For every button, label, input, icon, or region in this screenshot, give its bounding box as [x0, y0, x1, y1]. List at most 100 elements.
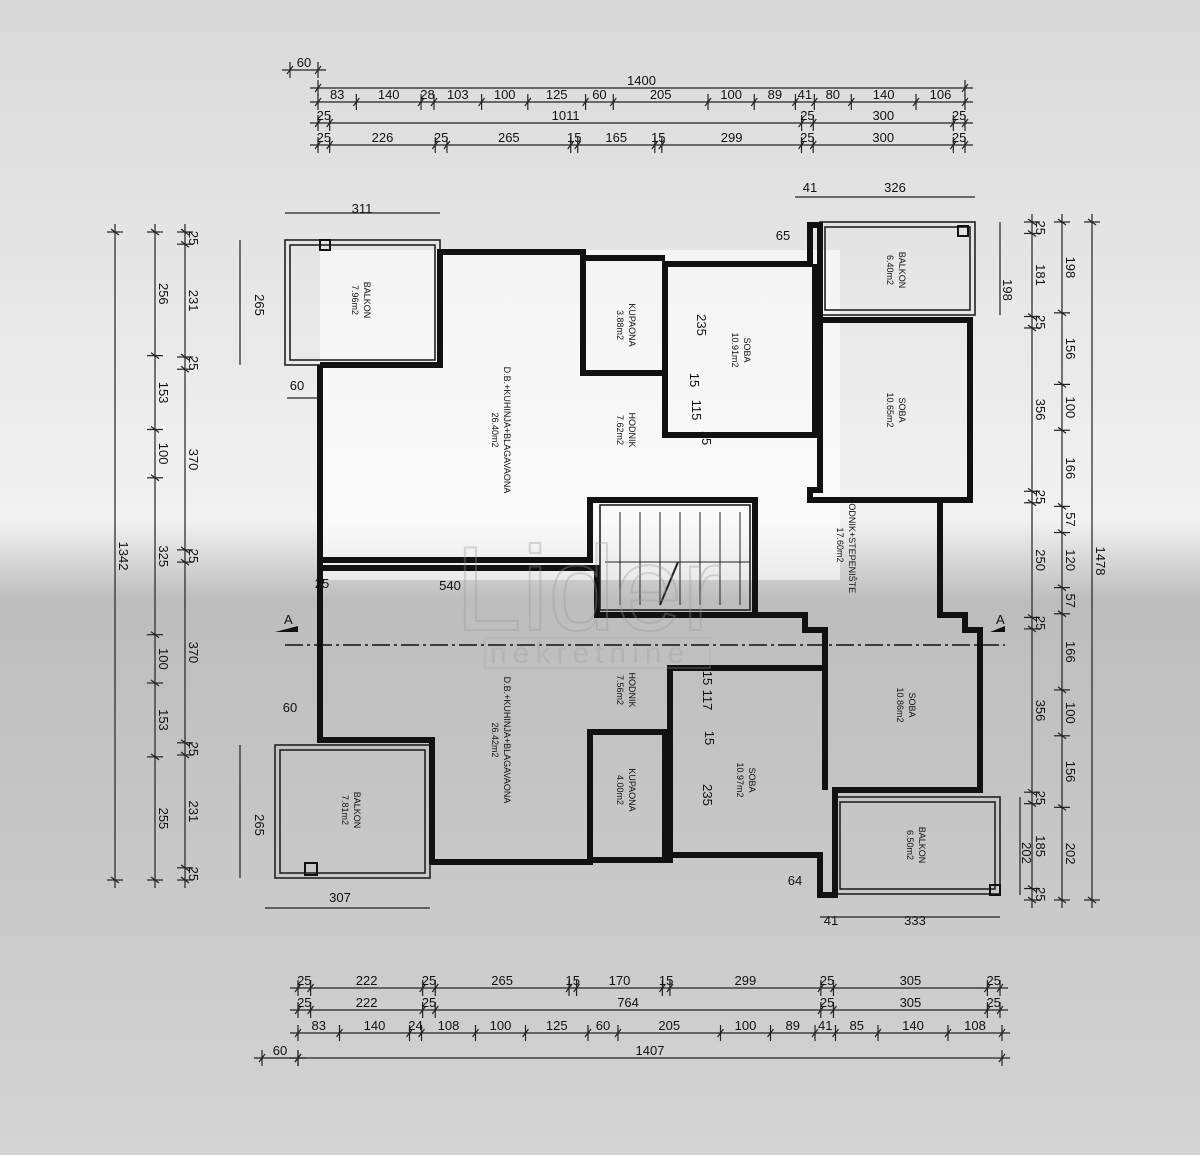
- dimension-label: 108: [964, 1018, 986, 1033]
- dimension-label: 198: [1000, 279, 1015, 301]
- dimension-label: 356: [1033, 399, 1048, 421]
- dimension-label: 205: [658, 1018, 680, 1033]
- dimension-label: 25: [186, 231, 201, 245]
- room-area: 10.86m2: [895, 687, 905, 722]
- section-line-a: A A: [275, 612, 1005, 646]
- dimension-label: 265: [252, 294, 267, 316]
- dimension-label: 25: [1033, 220, 1048, 234]
- room-area: 10.91m2: [730, 332, 740, 367]
- dimension-label: 305: [900, 973, 922, 988]
- dimension-label: 89: [786, 1018, 800, 1033]
- dimension-label: 15: [699, 431, 714, 445]
- dimension-label: 103: [447, 87, 469, 102]
- dimension-label: 356: [1033, 700, 1048, 722]
- svg-text:A: A: [996, 612, 1005, 627]
- dimension-label: 41: [803, 180, 817, 195]
- dimension-label: 153: [156, 382, 171, 404]
- dimension-label: 57: [1063, 593, 1078, 607]
- dimension-label: 41: [798, 87, 812, 102]
- dimension-label: 265: [491, 973, 513, 988]
- room-labels: BALKON7.96m2KUPAONA3.88m2SOBA10.91m2BALK…: [340, 252, 927, 864]
- dimension-label: 15: [700, 671, 715, 685]
- dimension-label: 231: [186, 801, 201, 823]
- room-name: HODNIK: [627, 412, 637, 447]
- dimension-label: 120: [1063, 549, 1078, 571]
- room-area: 6.40m2: [885, 255, 895, 285]
- balconies: [274, 221, 1001, 896]
- dimension-label: 25: [952, 108, 966, 123]
- dimension-label: 205: [650, 87, 672, 102]
- dimension-label: 25: [422, 973, 436, 988]
- dimension-label: 25: [1033, 490, 1048, 504]
- dimension-label: 80: [826, 87, 840, 102]
- dimension-label: 117: [700, 690, 715, 711]
- dimension-label: 64: [788, 873, 802, 888]
- room-name: KUPAONA: [627, 303, 637, 346]
- svg-text:A: A: [284, 612, 293, 627]
- dimension-label: 226: [372, 130, 394, 145]
- dimension-label: 60: [592, 87, 606, 102]
- room-area: 6.50m2: [905, 830, 915, 860]
- room-area: 7.56m2: [615, 675, 625, 705]
- dimension-label: 15: [651, 130, 665, 145]
- dimension-label: 222: [356, 995, 378, 1010]
- dimension-label: 1407: [636, 1043, 665, 1058]
- dimension-label: 140: [873, 87, 895, 102]
- room-name: SOBA: [747, 767, 757, 792]
- dimension-label: 25: [820, 973, 834, 988]
- dimension-label: 60: [273, 1043, 287, 1058]
- room-name: SOBA: [742, 337, 752, 362]
- dimension-label: 28: [420, 87, 434, 102]
- dimension-label: 140: [378, 87, 400, 102]
- dimension-label: 60: [297, 55, 311, 70]
- dimension-label: 25: [1033, 616, 1048, 630]
- dimension-label: 307: [329, 890, 351, 905]
- dimension-label: 202: [1063, 843, 1078, 865]
- dimension-label: 41: [824, 913, 838, 928]
- dimension-label: 140: [364, 1018, 386, 1033]
- room-area: 17.60m2: [835, 527, 845, 562]
- room-name: BALKON: [897, 252, 907, 289]
- room-area: 26.40m2: [490, 412, 500, 447]
- dimension-label: 370: [186, 642, 201, 664]
- room-name: HODNIK: [627, 672, 637, 707]
- dimension-label: 250: [1033, 549, 1048, 571]
- dimension-label: 198: [1063, 257, 1078, 279]
- dimension-label: 100: [494, 87, 516, 102]
- dimension-label: 15: [687, 373, 702, 387]
- dimension-chain-left1: 1342: [107, 224, 131, 888]
- dimension-label: 1400: [627, 73, 656, 88]
- dimension-label: 764: [617, 995, 639, 1010]
- dimension-label: 25: [952, 130, 966, 145]
- dimension-label: 25: [186, 867, 201, 881]
- dimension-label: 202: [1019, 842, 1034, 864]
- dimension-label: 83: [330, 87, 344, 102]
- dimension-chains: 60 1400 83 140 28 103 100 125 60 205 100 89 41 80 140 1…: [107, 55, 1108, 1066]
- dimension-label: 100: [156, 443, 171, 465]
- staircase: [605, 512, 750, 606]
- dimension-label: 65: [776, 228, 790, 243]
- dimension-label: 156: [1063, 761, 1078, 783]
- dimension-label: 300: [872, 108, 894, 123]
- dimension-chain-top1: 1400: [310, 73, 973, 96]
- dimension-label: 15: [567, 130, 581, 145]
- dimension-label: 15: [566, 973, 580, 988]
- dimension-label: 370: [186, 449, 201, 471]
- dimension-label: 100: [1063, 396, 1078, 418]
- dimension-label: 540: [439, 578, 461, 593]
- dimension-label: 125: [546, 1018, 568, 1033]
